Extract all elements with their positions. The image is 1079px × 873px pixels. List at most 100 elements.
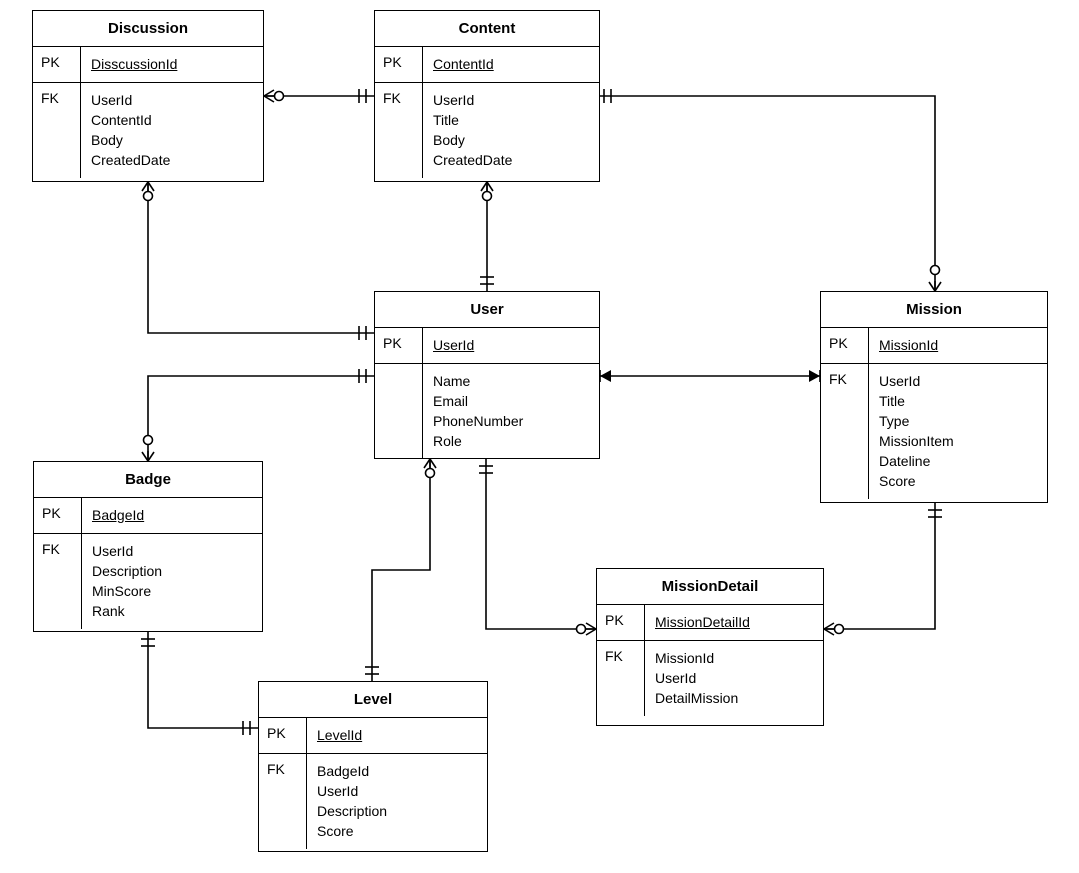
- entity-row-attributes: Name Email PhoneNumber Role: [375, 364, 599, 459]
- key-label-fk: FK: [34, 534, 82, 629]
- attribute-userid: UserId: [879, 373, 921, 389]
- attribute-list-pk: UserId: [423, 328, 599, 363]
- key-label-pk: PK: [821, 328, 869, 363]
- crowfoot-mission-top: [928, 264, 942, 292]
- attribute-detailmission: DetailMission: [655, 690, 739, 706]
- key-label-fk: FK: [821, 364, 869, 499]
- crowfoot-mission-left: [809, 370, 820, 382]
- attribute-missionid: MissionId: [655, 650, 715, 666]
- wire-missiondetail-mission: [824, 503, 936, 630]
- entity-title-discussion: Discussion: [33, 11, 263, 47]
- key-label-pk: PK: [259, 718, 307, 753]
- onebar-user-top: [480, 276, 494, 285]
- crowfoot-content-bottom: [480, 181, 494, 202]
- entity-title-missiondetail: MissionDetail: [597, 569, 823, 605]
- onebar-mission-bottom: [928, 509, 942, 518]
- key-label-pk: PK: [34, 498, 82, 533]
- entity-row-fk: FK UserId ContentId Body CreatedDate: [33, 83, 263, 178]
- entity-row-pk: PK MissionId: [821, 328, 1047, 364]
- key-label-fk: FK: [259, 754, 307, 849]
- wire-user-missiondetail: [485, 459, 596, 630]
- attribute-contentid: ContentId: [91, 112, 152, 128]
- attribute-type: Type: [879, 413, 910, 429]
- attribute-discussionid: DisscussionId: [91, 56, 178, 72]
- attribute-badgeid: BadgeId: [317, 763, 370, 779]
- attribute-list-fk: BadgeId UserId Description Score: [307, 754, 487, 849]
- attribute-list-fk: UserId ContentId Body CreatedDate: [81, 83, 263, 178]
- entity-user[interactable]: User PK UserId Name Email PhoneNumber Ro…: [374, 291, 600, 459]
- wire-badge-level: [147, 632, 258, 729]
- attribute-email: Email: [433, 393, 469, 409]
- attribute-userid: UserId: [433, 92, 475, 108]
- entity-mission[interactable]: Mission PK MissionId FK UserId Title Typ…: [820, 291, 1048, 503]
- attribute-description: Description: [92, 563, 163, 579]
- key-label-pk: PK: [33, 47, 81, 82]
- attribute-missiondetailid: MissionDetailId: [655, 614, 750, 630]
- key-label-fk: FK: [33, 83, 81, 178]
- entity-title-content: Content: [375, 11, 599, 47]
- attribute-levelid: LevelId: [317, 727, 363, 743]
- crowfoot-user-bottom-level: [423, 458, 437, 479]
- attribute-role: Role: [433, 433, 462, 449]
- entity-row-fk: FK UserId Title Type MissionItem Datelin…: [821, 364, 1047, 499]
- attribute-userid: UserId: [655, 670, 697, 686]
- attribute-dateline: Dateline: [879, 453, 931, 469]
- key-label-pk: PK: [597, 605, 645, 640]
- attribute-body: Body: [433, 132, 465, 148]
- attribute-contentid: ContentId: [433, 56, 494, 72]
- entity-row-pk: PK UserId: [375, 328, 599, 364]
- attribute-list-plain: Name Email PhoneNumber Role: [423, 364, 599, 459]
- attribute-rank: Rank: [92, 603, 125, 619]
- onebar-badge-bottom: [141, 638, 155, 647]
- attribute-userid: UserId: [433, 337, 475, 353]
- wire-user-level: [371, 459, 431, 681]
- onebar-user-left-top: [358, 326, 367, 340]
- onebar-content-right: [603, 89, 612, 103]
- attribute-missionitem: MissionItem: [879, 433, 954, 449]
- attribute-list-pk: LevelId: [307, 718, 487, 753]
- entity-discussion[interactable]: Discussion PK DisscussionId FK UserId Co…: [32, 10, 264, 182]
- crowfoot-missiondetail-right: [823, 622, 845, 636]
- entity-content[interactable]: Content PK ContentId FK UserId Title Bod…: [374, 10, 600, 182]
- attribute-list-pk: MissionDetailId: [645, 605, 823, 640]
- attribute-name: Name: [433, 373, 471, 389]
- onebar-level-top: [365, 666, 379, 675]
- attribute-createddate: CreatedDate: [433, 152, 513, 168]
- key-label-pk: PK: [375, 47, 423, 82]
- attribute-userid: UserId: [92, 543, 134, 559]
- wire-discussion-user: [147, 182, 374, 334]
- entity-title-badge: Badge: [34, 462, 262, 498]
- attribute-missionid: MissionId: [879, 337, 939, 353]
- attribute-badgeid: BadgeId: [92, 507, 145, 523]
- crowfoot-discussion-content-left: [263, 89, 285, 103]
- entity-badge[interactable]: Badge PK BadgeId FK UserId Description M…: [33, 461, 263, 632]
- crowfoot-missiondetail-left: [575, 622, 597, 636]
- crowfoot-badge-top: [141, 434, 155, 462]
- entity-row-fk: FK MissionId UserId DetailMission: [597, 641, 823, 716]
- entity-missiondetail[interactable]: MissionDetail PK MissionDetailId FK Miss…: [596, 568, 824, 726]
- attribute-list-pk: MissionId: [869, 328, 1047, 363]
- entity-title-mission: Mission: [821, 292, 1047, 328]
- attribute-list-fk: MissionId UserId DetailMission: [645, 641, 823, 716]
- attribute-title: Title: [433, 112, 459, 128]
- entity-row-pk: PK LevelId: [259, 718, 487, 754]
- key-label-fk: FK: [375, 83, 423, 178]
- attribute-userid: UserId: [91, 92, 133, 108]
- attribute-list-pk: ContentId: [423, 47, 599, 82]
- attribute-list-fk: UserId Title Type MissionItem Dateline S…: [869, 364, 1047, 499]
- attribute-minscore: MinScore: [92, 583, 152, 599]
- entity-row-fk: FK UserId Description MinScore Rank: [34, 534, 262, 629]
- key-label-blank: [375, 364, 423, 459]
- attribute-body: Body: [91, 132, 123, 148]
- entity-row-pk: PK BadgeId: [34, 498, 262, 534]
- attribute-description: Description: [317, 803, 388, 819]
- entity-row-pk: PK ContentId: [375, 47, 599, 83]
- entity-title-level: Level: [259, 682, 487, 718]
- attribute-title: Title: [879, 393, 905, 409]
- attribute-list-fk: UserId Title Body CreatedDate: [423, 83, 599, 178]
- key-label-pk: PK: [375, 328, 423, 363]
- entity-row-pk: PK MissionDetailId: [597, 605, 823, 641]
- entity-level[interactable]: Level PK LevelId FK BadgeId UserId Descr…: [258, 681, 488, 852]
